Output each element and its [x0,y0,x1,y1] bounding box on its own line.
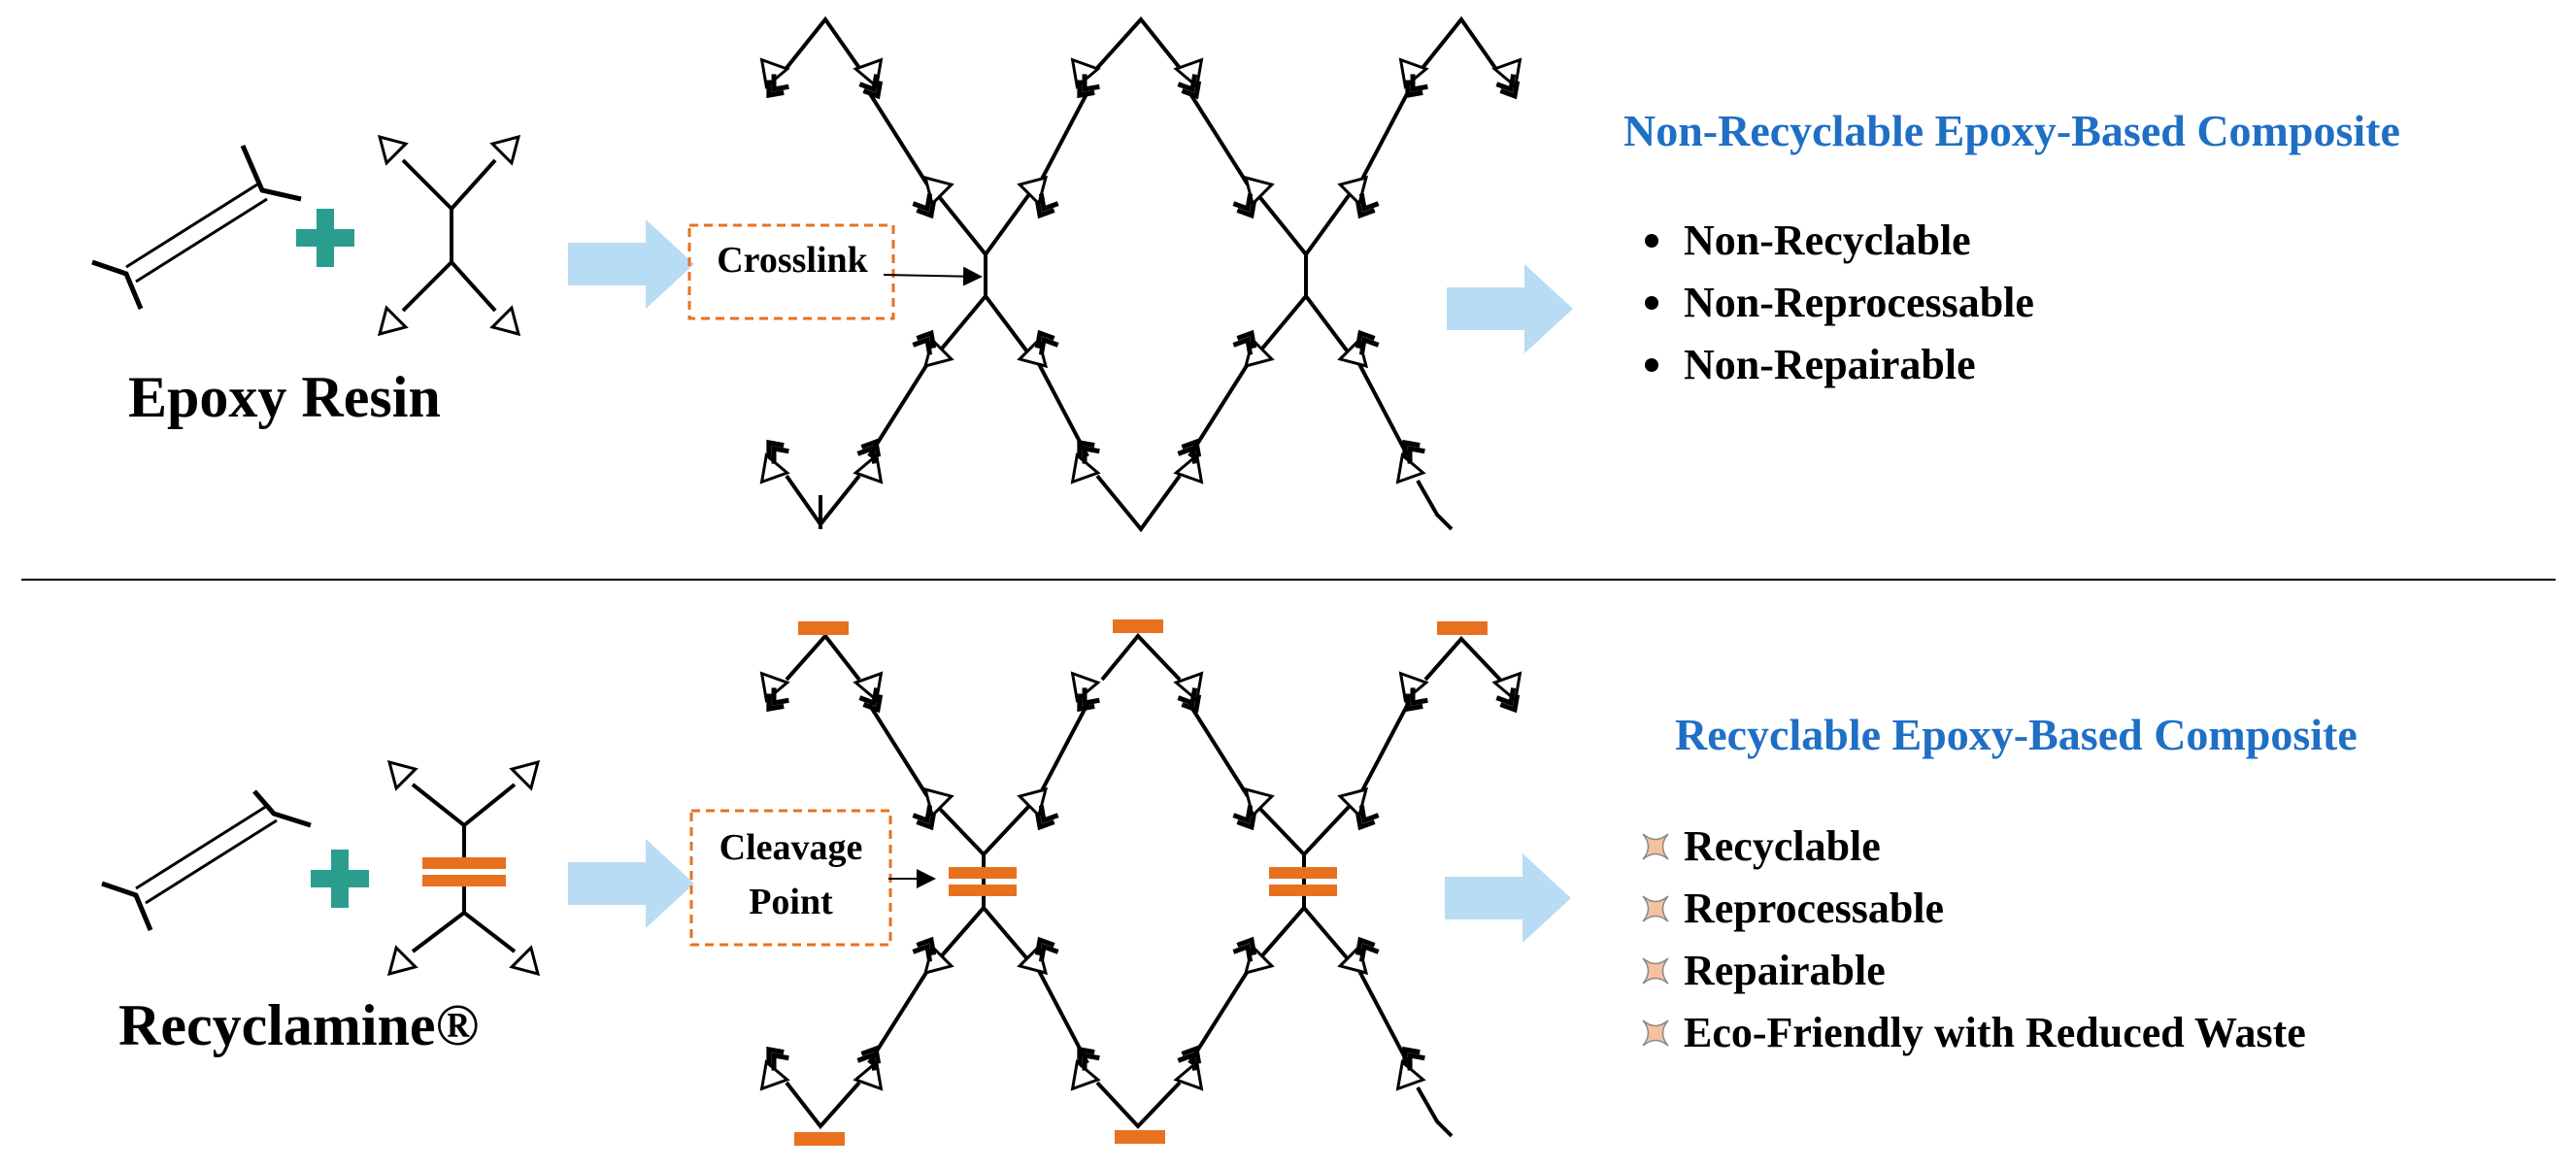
recyclable-network [785,632,1502,1138]
list-item: Recyclable [1641,816,2306,878]
recyclable-title: Recyclable Epoxy-Based Composite [1675,710,2358,759]
recyclamine-hardener-molecule [411,783,517,953]
right-arrow-icon [1445,853,1571,943]
recyclable-properties: Recyclable Reprocessable Repairable Eco-… [1641,816,2306,1064]
epoxy-resin-molecule [91,145,302,310]
four-point-star-icon [1642,1019,1669,1047]
plus-icon [296,209,354,267]
bullet-icon [1645,234,1658,248]
list-item: Reprocessable [1641,878,2306,940]
hardener-molecule [401,158,497,313]
bullet-icon [1645,358,1658,372]
four-point-star-icon [1642,895,1669,922]
cleavage-bond [422,857,506,869]
right-arrow-icon [568,839,694,928]
four-point-star-icon [1642,833,1669,860]
crosslink-callout-box [687,223,895,320]
list-item: Non-Repairable [1641,334,2034,396]
crosslinked-network [785,16,1497,533]
recyclamine-resin-molecule [101,789,312,931]
right-arrow-icon [1447,264,1573,353]
non-recyclable-title: Non-Recyclable Epoxy-Based Composite [1623,106,2400,155]
list-item: Non-Recyclable [1641,210,2034,272]
recyclamine-label: Recyclamine® [118,993,480,1057]
list-item: Repairable [1641,940,2306,1002]
list-item: Non-Reprocessable [1641,272,2034,334]
bullet-icon [1645,296,1658,310]
non-recyclable-properties: Non-Recyclable Non-Reprocessable Non-Rep… [1641,210,2034,396]
plus-icon [311,850,369,908]
four-point-star-icon [1642,957,1669,985]
crosslink-label: Crosslink [717,240,868,281]
right-arrow-icon [568,219,694,309]
list-item: Eco-Friendly with Reduced Waste [1641,1002,2306,1064]
cleavage-point-label: Cleavage Point [719,827,863,922]
epoxy-resin-label: Epoxy Resin [128,365,441,429]
